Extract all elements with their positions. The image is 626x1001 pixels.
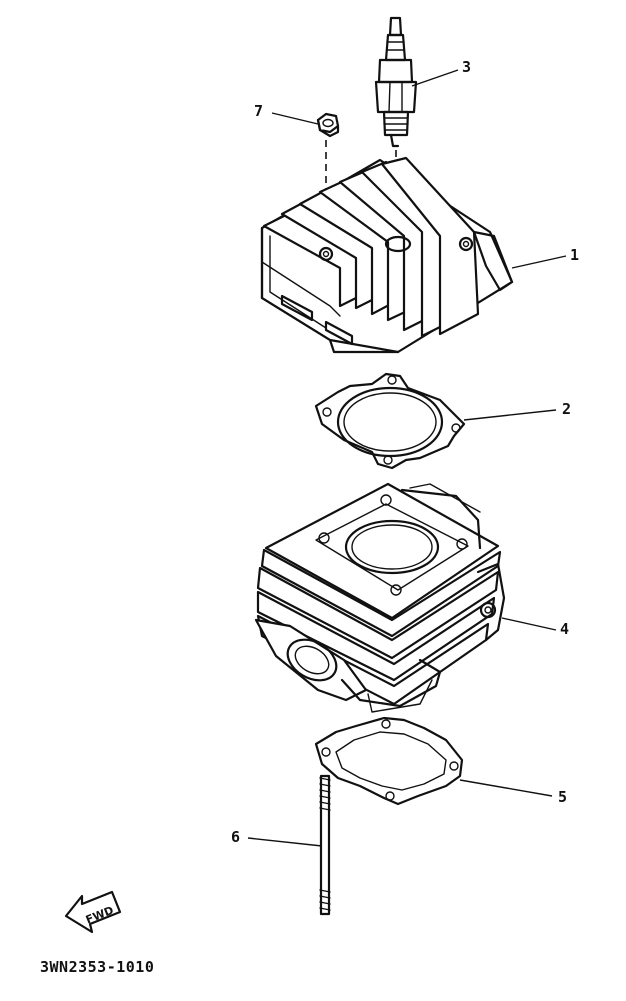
leader-6 (247, 837, 323, 847)
fwd-arrow-icon: FWD (64, 890, 122, 934)
callout-5: 5 (558, 788, 567, 806)
cylinder (254, 482, 506, 713)
stud-bolt (319, 774, 331, 916)
head-gasket (314, 372, 466, 470)
callout-7: 7 (254, 102, 263, 120)
callout-6: 6 (231, 828, 240, 846)
diagram-part-code: 3WN2353-1010 (40, 958, 155, 976)
nut (316, 112, 340, 138)
leader-4 (501, 617, 557, 631)
callout-1: 1 (570, 246, 579, 264)
callout-4: 4 (560, 620, 569, 638)
fwd-label: FWD (84, 904, 116, 927)
leader-5 (459, 779, 553, 797)
callout-2: 2 (562, 400, 571, 418)
callout-3: 3 (462, 58, 471, 76)
spark-plug (374, 16, 418, 148)
leader-3 (411, 69, 459, 87)
cylinder-head (260, 156, 514, 354)
leader-2 (463, 409, 557, 421)
leader-1 (511, 255, 567, 269)
leader-7 (271, 112, 319, 125)
base-gasket (314, 716, 464, 806)
